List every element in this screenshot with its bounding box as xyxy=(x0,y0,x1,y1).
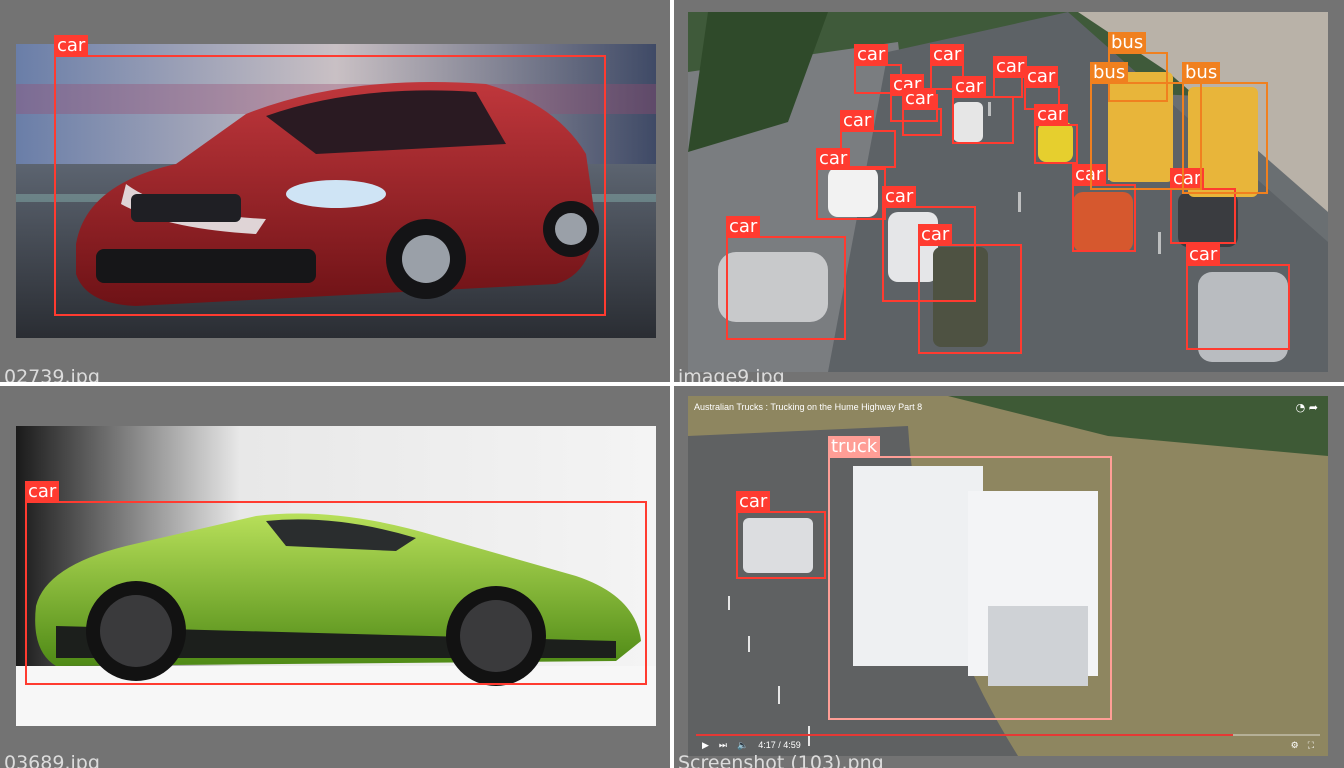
detection-box-bus: bus xyxy=(1182,62,1268,194)
detection-label: car xyxy=(854,44,889,66)
detection-label: car xyxy=(1186,244,1221,266)
video-controls: ▶ ⏭ 🔈 4:17 / 4:59 ⚙ ⛶ xyxy=(702,738,1314,752)
detection-box-car: car xyxy=(816,148,886,220)
detection-box-car: car xyxy=(952,76,1014,144)
play-icon[interactable]: ▶ xyxy=(702,739,709,750)
detection-box-car: car xyxy=(918,224,1022,354)
green-sportscar-image xyxy=(16,426,656,726)
detection-panel-2: car car car car car car car car car car … xyxy=(674,0,1344,382)
settings-icon[interactable]: ⚙ xyxy=(1290,739,1299,750)
detection-label: car xyxy=(54,35,89,57)
fullscreen-icon[interactable]: ⛶ xyxy=(1307,739,1314,750)
detection-label: car xyxy=(816,148,851,170)
detection-label: bus xyxy=(1090,62,1129,84)
detection-box-car: car xyxy=(882,186,976,302)
detection-box-car: car xyxy=(1024,66,1060,110)
detection-box-bus: bus xyxy=(1108,32,1168,102)
detection-label: car xyxy=(918,224,953,246)
detection-label: car xyxy=(1024,66,1059,88)
detection-label: car xyxy=(952,76,987,98)
detection-label: bus xyxy=(1108,32,1147,54)
photo-green-lamborghini xyxy=(16,426,656,726)
detection-panel-1: car 02739.jpg xyxy=(0,0,670,382)
detection-label: car xyxy=(1072,164,1107,186)
detection-box-car: car xyxy=(726,216,846,340)
video-title: Australian Trucks : Trucking on the Hume… xyxy=(694,402,923,412)
detection-box-car: car xyxy=(1034,104,1078,164)
detection-label: car xyxy=(1034,104,1069,126)
truck-highway-image xyxy=(688,396,1328,756)
red-sedan-image xyxy=(16,44,656,338)
video-progress-fill xyxy=(696,734,1233,736)
detection-label: car xyxy=(993,56,1028,78)
video-top-icons: ◔ ➦ xyxy=(1296,401,1318,414)
detection-box-car: car xyxy=(930,44,965,90)
file-name: image9.jpg xyxy=(678,366,785,382)
detection-box-car: car xyxy=(736,491,826,579)
detection-label: truck xyxy=(828,436,881,458)
photo-red-sedan xyxy=(16,44,656,338)
detection-box-car: car xyxy=(54,35,606,316)
detection-box-car: car xyxy=(902,88,942,136)
detection-label: car xyxy=(930,44,965,66)
detection-box-car: car xyxy=(993,56,1028,98)
volume-icon[interactable]: 🔈 xyxy=(737,739,749,750)
detection-box-bus: bus xyxy=(1090,62,1202,190)
video-time: 4:17 / 4:59 xyxy=(758,740,801,750)
file-name: 02739.jpg xyxy=(4,366,100,382)
video-frame-truck: Australian Trucks : Trucking on the Hume… xyxy=(688,396,1328,756)
file-name: 03689.jpg xyxy=(4,752,100,768)
detection-label: car xyxy=(902,88,937,110)
detection-label: car xyxy=(1170,168,1205,190)
detection-panel-4: Australian Trucks : Trucking on the Hume… xyxy=(674,386,1344,768)
share-icon[interactable]: ➦ xyxy=(1308,401,1318,414)
detection-label: car xyxy=(882,186,917,208)
clock-icon[interactable]: ◔ xyxy=(1295,401,1306,414)
detection-box-car: car xyxy=(1072,164,1136,252)
detection-label: car xyxy=(840,110,875,132)
detection-label: car xyxy=(25,481,60,503)
detection-box-truck: truck xyxy=(828,436,1112,720)
traffic-street-image xyxy=(688,12,1328,372)
detection-box-car: car xyxy=(1170,168,1236,244)
photo-traffic-street xyxy=(688,12,1328,372)
video-progress-bar[interactable] xyxy=(696,734,1320,736)
detection-box-car: car xyxy=(25,481,647,685)
detection-label: bus xyxy=(1182,62,1221,84)
detection-panel-3: car 03689.jpg xyxy=(0,386,670,768)
detection-label: car xyxy=(736,491,771,513)
detection-box-car: car xyxy=(1186,244,1290,350)
file-name: Screenshot (103).png xyxy=(678,752,884,768)
next-icon[interactable]: ⏭ xyxy=(718,739,728,750)
detection-label: car xyxy=(726,216,761,238)
